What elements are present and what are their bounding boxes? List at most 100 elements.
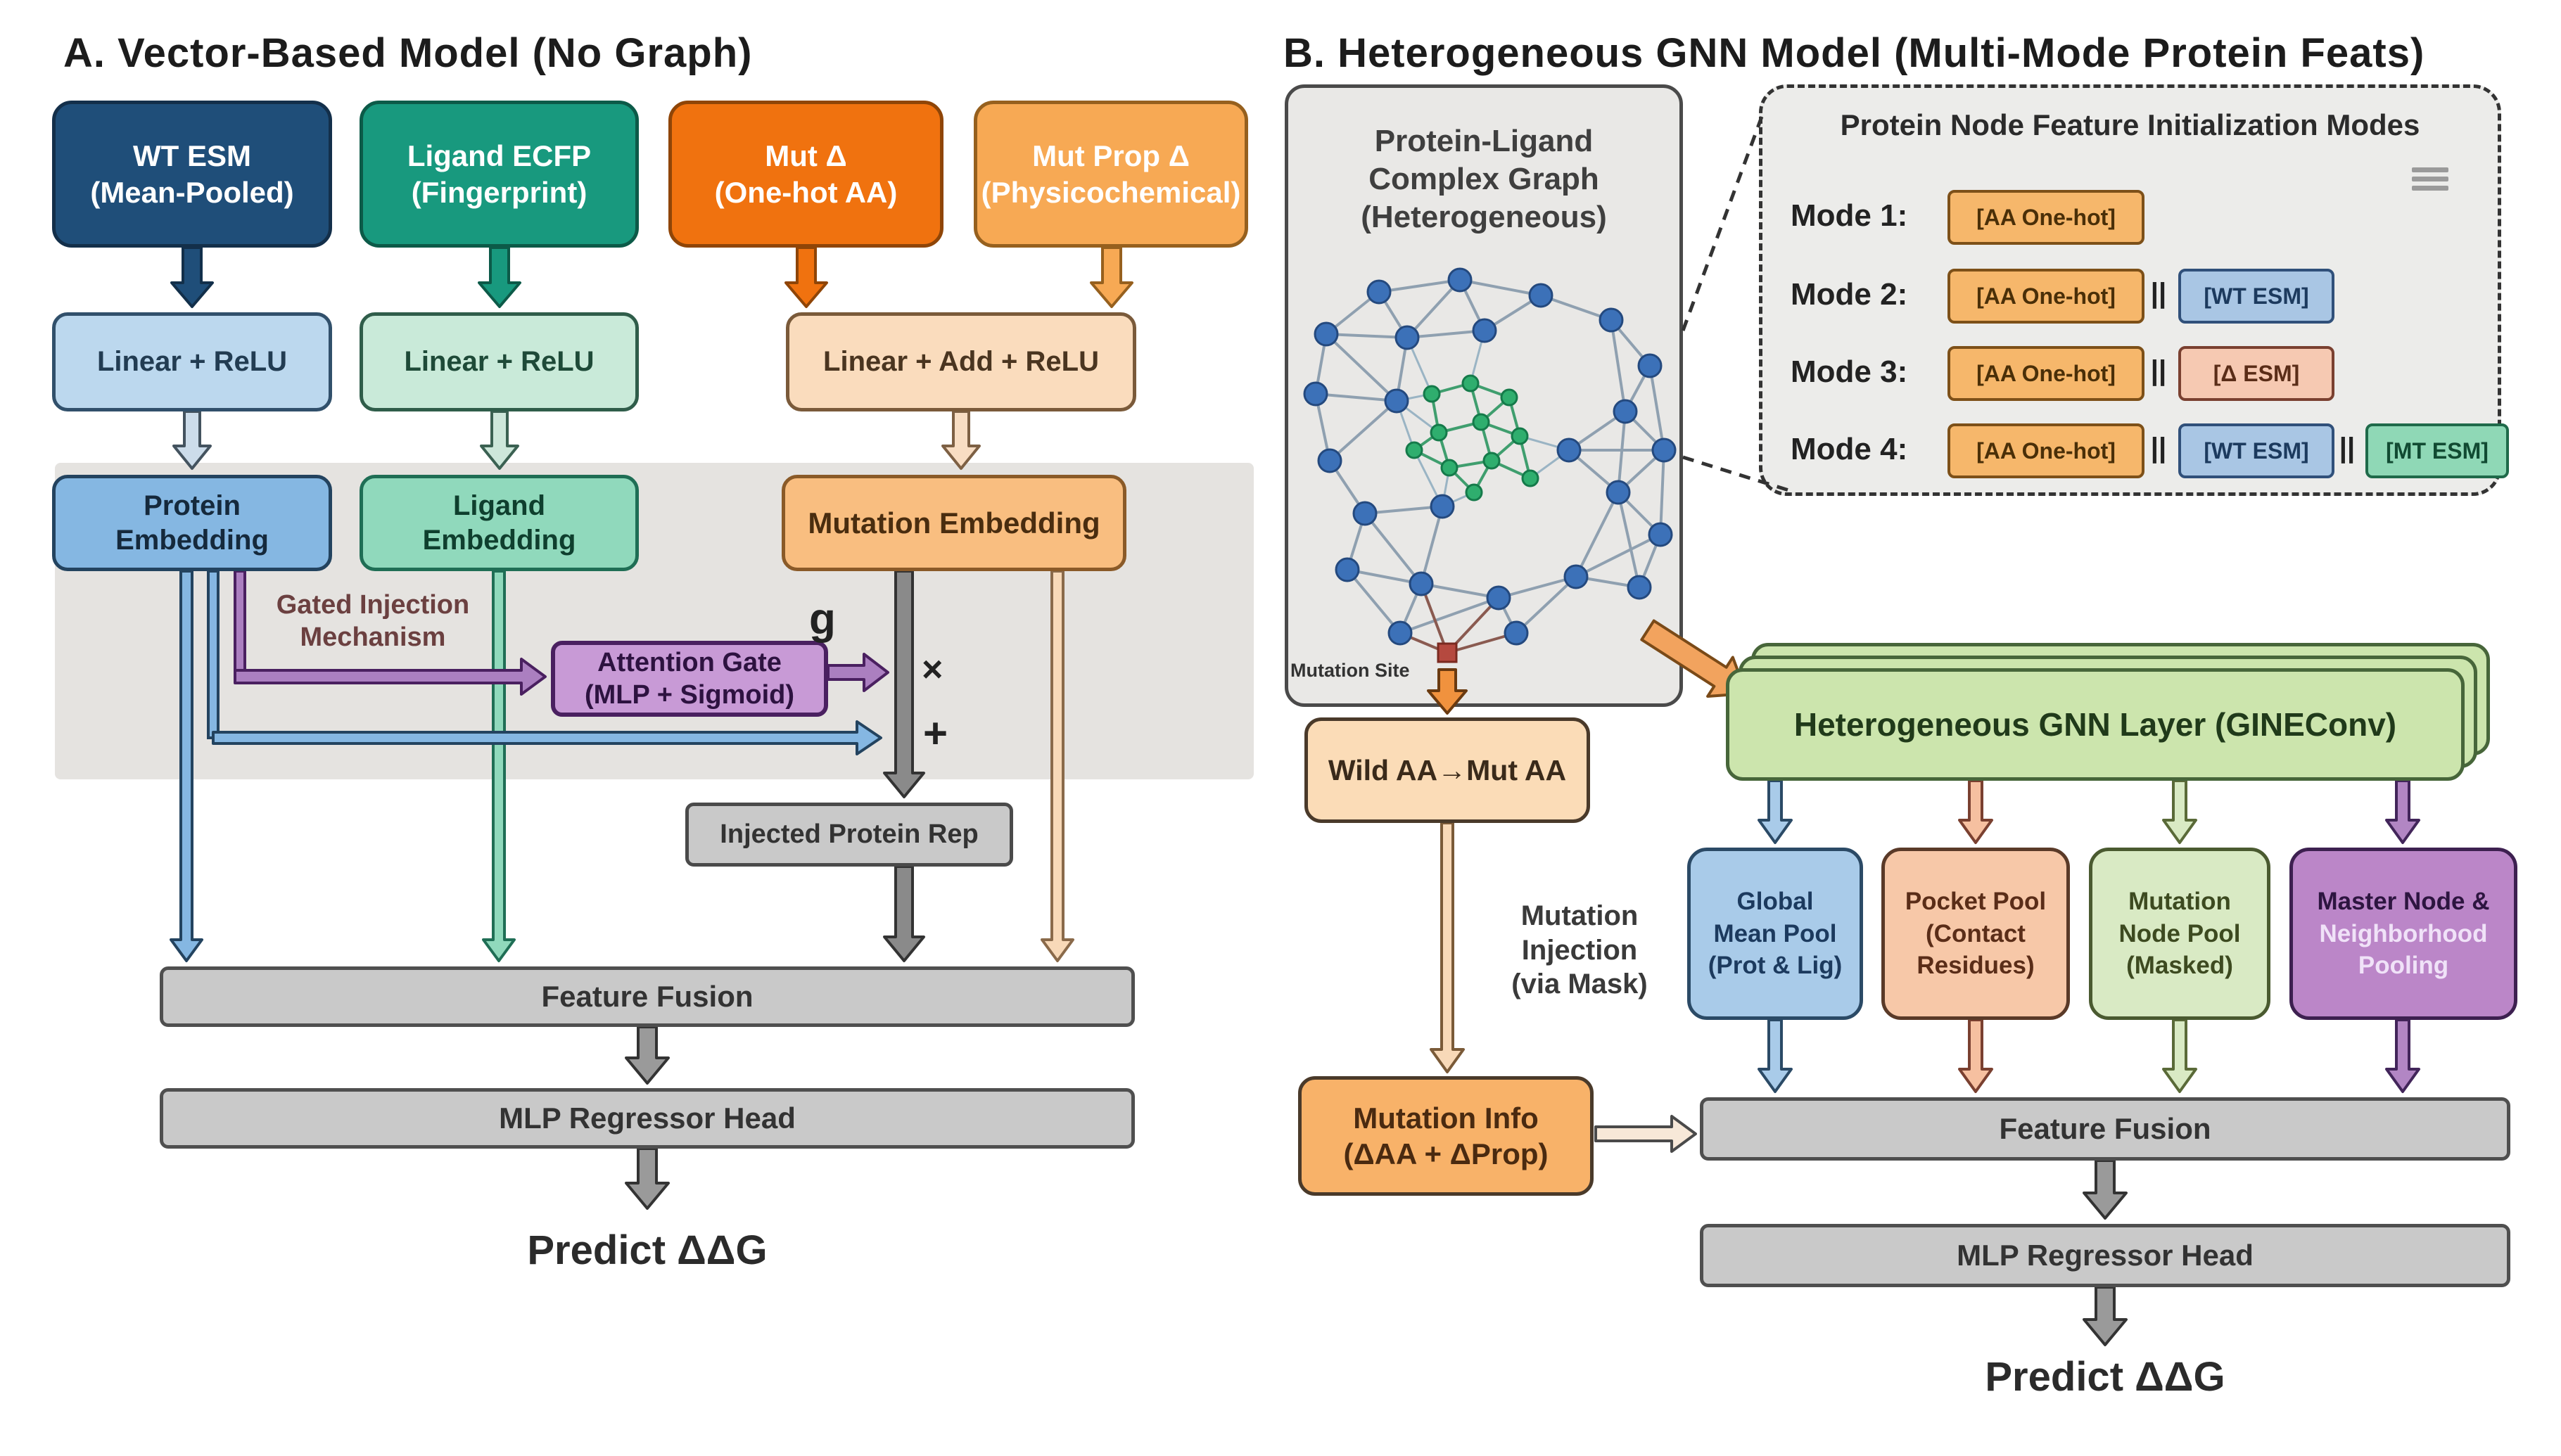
concat-separator: || [2150, 277, 2167, 309]
pool-line: Node Pool [2118, 919, 2241, 947]
add-symbol: + [923, 710, 948, 757]
gated-injection-line: Mechanism [300, 622, 446, 652]
multiply-symbol: × [922, 649, 943, 690]
arrow-gnn-pocket [1958, 779, 1993, 844]
pool-line: Global [1736, 888, 1814, 916]
embedding-label: Mutation Embedding [808, 506, 1100, 539]
predict-label-a: Predict ΔΔG [436, 1222, 858, 1279]
feature-fusion-bar-b: Feature Fusion [1700, 1097, 2510, 1161]
mode-4-chip-mtesm: [MT ESM] [2365, 423, 2509, 478]
graph-box-title-line: (Heterogeneous) [1361, 199, 1607, 234]
mlp-head-bar-b: MLP Regressor Head [1700, 1224, 2510, 1287]
panel-a-title: A. Vector-Based Model (No Graph) [63, 30, 753, 76]
chip-text: [Δ ESM] [2213, 360, 2300, 386]
pool-master-node: Master Node & Neighborhood Pooling [2289, 848, 2517, 1020]
pool-line: (Masked) [2126, 952, 2233, 980]
arrow-pocket-fusion [1958, 1018, 1993, 1093]
input-label: Ligand ECFP [407, 139, 592, 173]
mode-1-label: Mode 1: [1791, 198, 1908, 233]
mode-1-chip-aa: [AA One-hot] [1947, 190, 2144, 245]
arrow-mut-delta-down [784, 246, 828, 308]
arrow-fusion-mlp-b [2083, 1159, 2128, 1220]
gnn-layer-label: Heterogeneous GNN Layer (GINEConv) [1793, 705, 2397, 743]
mutation-injection-label: Mutation Injection (via Mask) [1470, 890, 1689, 1010]
arrow-encoder-mutation-down [941, 410, 981, 470]
predict-text: Predict ΔΔG [527, 1227, 768, 1273]
wild-to-mut-label: Wild AA→Mut AA [1328, 753, 1567, 786]
concat-separator: || [2150, 432, 2167, 464]
mode-3-chip-deltaesm: [Δ ESM] [2178, 346, 2334, 401]
mlp-head-label: MLP Regressor Head [499, 1101, 796, 1135]
arrow-encoder-ligand-down [480, 410, 519, 470]
mode-2-label: Mode 2: [1791, 277, 1908, 312]
encoder-mutation: Linear + Add + ReLU [786, 312, 1136, 411]
arrow-wt-esm-down [170, 246, 214, 308]
chip-text: [MT ESM] [2386, 438, 2489, 464]
protein-embedding-box: Protein Embedding [52, 475, 332, 571]
feature-fusion-label: Feature Fusion [1999, 1112, 2211, 1146]
input-label: WT ESM [133, 139, 251, 173]
callout-dashed-line [1681, 108, 1767, 331]
mutation-info-line: (ΔAA + ΔProp) [1343, 1137, 1549, 1170]
embedding-label: Protein [144, 490, 241, 521]
pool-mutation-node: Mutation Node Pool (Masked) [2089, 848, 2270, 1020]
embedding-label: Embedding [115, 524, 269, 556]
gnn-layer-box: Heterogeneous GNN Layer (GINEConv) [1726, 668, 2465, 781]
attention-gate-line: Attention Gate [597, 647, 782, 677]
embedding-label: Embedding [422, 524, 576, 556]
arrow-global-fusion [1758, 1018, 1793, 1093]
arrow-injected-to-fusion [883, 865, 925, 962]
pool-line: Mutation [2128, 888, 2231, 916]
arrow-master-fusion [2385, 1018, 2420, 1093]
arrow-mlp-out-a [625, 1147, 670, 1210]
arrow-gnn-master [2385, 779, 2420, 844]
encoder-ligand: Linear + ReLU [360, 312, 639, 411]
chip-text: [AA One-hot] [1976, 283, 2116, 309]
mode-3-chip-aa: [AA One-hot] [1947, 346, 2144, 401]
pool-global-mean: Global Mean Pool (Prot & Lig) [1687, 848, 1863, 1020]
arrow-mut-prop-down [1090, 246, 1133, 308]
gated-injection-line: Gated Injection [276, 589, 470, 620]
concat-separator: || [2339, 432, 2356, 464]
injected-rep-label: Injected Protein Rep [720, 819, 979, 850]
encoder-label: Linear + ReLU [96, 346, 288, 378]
concat-separator: || [2150, 355, 2167, 386]
mode-4-chip-aa: [AA One-hot] [1947, 423, 2144, 478]
input-ligand-ecfp: Ligand ECFP (Fingerprint) [360, 101, 639, 248]
input-mut-prop: Mut Prop Δ (Physicochemical) [974, 101, 1248, 248]
input-label: Mut Prop Δ [1032, 139, 1190, 173]
arrow-mlp-out-b [2083, 1286, 2128, 1346]
chip-text: [AA One-hot] [1976, 438, 2116, 464]
pool-line: Neighborhood [2319, 919, 2488, 947]
modes-title-text: Protein Node Feature Initialization Mode… [1840, 108, 2420, 142]
feature-fusion-bar-a: Feature Fusion [160, 966, 1135, 1027]
mlp-head-bar-a: MLP Regressor Head [160, 1088, 1135, 1149]
gated-injection-label: Gated Injection Mechanism [253, 582, 493, 660]
graph-box-title-line: Complex Graph [1368, 162, 1599, 197]
chip-text: [AA One-hot] [1976, 204, 2116, 230]
arrow-wild-to-info [1430, 822, 1465, 1073]
graph-box-title: Protein-Ligand Complex Graph (Heterogene… [1299, 113, 1669, 246]
predict-label-b: Predict ΔΔG [1894, 1349, 2316, 1405]
pool-line: Mean Pool [1713, 919, 1837, 947]
wild-to-mut-box: Wild AA→Mut AA [1304, 717, 1590, 823]
mutation-info-box: Mutation Info (ΔAA + ΔProp) [1298, 1076, 1594, 1196]
graph-box-title-line: Protein-Ligand [1374, 124, 1594, 159]
chip-text: [AA One-hot] [1976, 360, 2116, 386]
mlp-head-label: MLP Regressor Head [1957, 1239, 2254, 1272]
attention-gate-line: (MLP + Sigmoid) [584, 680, 795, 710]
pool-pocket: Pocket Pool (Contact Residues) [1881, 848, 2070, 1020]
gate-symbol-g: g [809, 595, 836, 644]
pool-line: Residues) [1917, 952, 2035, 980]
mode-3-label: Mode 3: [1791, 355, 1908, 389]
predict-text: Predict ΔΔG [1985, 1353, 2225, 1400]
mutation-info-line: Mutation Info [1353, 1101, 1539, 1135]
ligand-embedding-box: Ligand Embedding [360, 475, 639, 571]
arrow-gnn-mutnode [2162, 779, 2197, 844]
mutation-embedding-box: Mutation Embedding [782, 475, 1126, 571]
mode-4-chip-wtesm: [WT ESM] [2178, 423, 2334, 478]
arrow-fusion-mlp-a [625, 1026, 670, 1085]
input-label: (Physicochemical) [981, 175, 1241, 209]
mutation-site-label: Mutation Site [1290, 660, 1410, 681]
